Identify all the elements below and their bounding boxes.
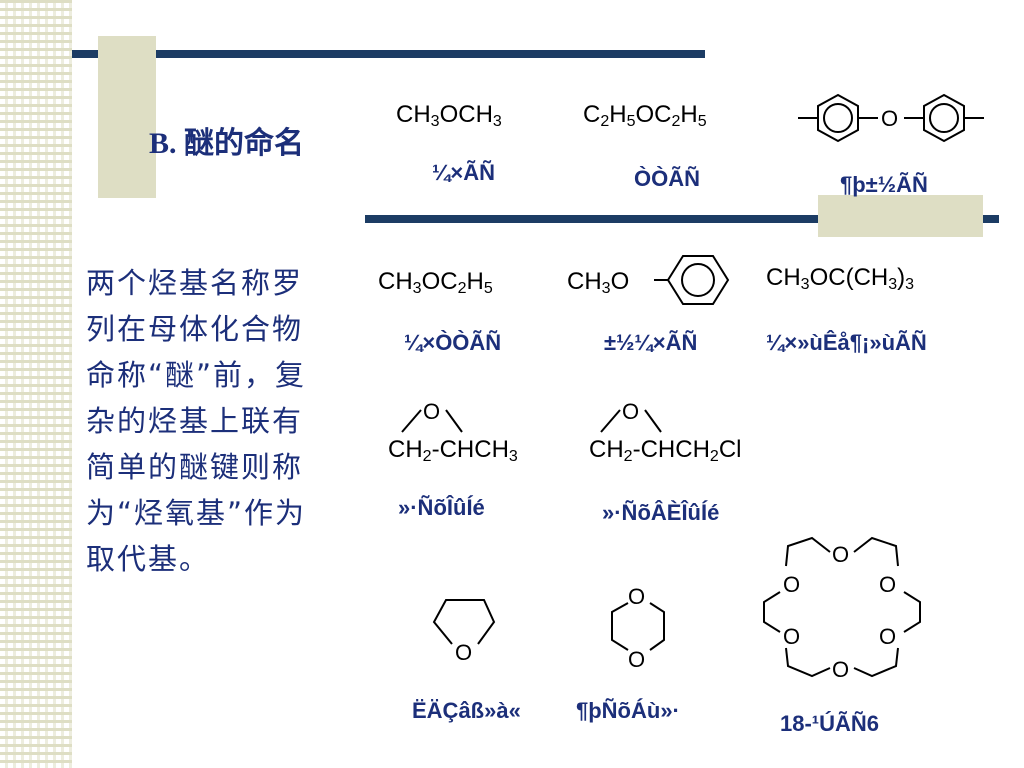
thf-ring-icon xyxy=(432,599,496,645)
benzene-ring-icon xyxy=(666,255,730,305)
dioxane-ring-icon xyxy=(649,602,665,651)
oxygen-epoxide-2: O xyxy=(622,399,640,424)
oxygen-dioxane-top: O xyxy=(628,584,646,609)
crown-oxygen: O xyxy=(832,542,850,567)
oxygen-epoxide-1: O xyxy=(423,399,441,424)
oxygen-dioxane-bottom: O xyxy=(628,647,646,672)
bond-line xyxy=(445,409,463,433)
formula-epoxide-1: CH2-CHCH3 xyxy=(388,436,518,465)
name-18-crown-6: 18-¹ÚÃÑ6 xyxy=(780,711,880,736)
middle-divider-bar xyxy=(365,215,999,223)
name-diethyl-ether: ÒÒÃÑ xyxy=(634,166,700,191)
crown-oxygen: O xyxy=(879,572,897,597)
benzene-ring-icon xyxy=(923,93,965,143)
name-diphenyl-ether: ¶þ±½ÃÑ xyxy=(840,172,928,197)
formula-mtbe: CH3OC(CH3)3 xyxy=(766,264,915,293)
formula-epoxide-2: CH2-CHCH2Cl xyxy=(589,436,742,465)
formula-dimethyl-ether: CH3OCH3 xyxy=(396,101,502,130)
dioxane-ring-icon xyxy=(611,602,629,651)
crown-oxygen: O xyxy=(832,657,850,682)
formula-diethyl-ether: C2H5OC2H5 xyxy=(583,101,707,130)
section-heading: B. 醚的命名 xyxy=(149,127,305,160)
bond-line xyxy=(401,409,422,433)
formula-methyl-ethyl-ether: CH3OC2H5 xyxy=(378,268,493,297)
name-dioxane: ¶þÑõÁù»· xyxy=(576,698,680,723)
name-mtbe: ¼×»ùÊå¶¡»ùÃÑ xyxy=(766,330,927,355)
name-methyl-ethyl-ether: ¼×ÒÒÃÑ xyxy=(404,330,502,355)
accent-block-left xyxy=(98,36,156,198)
name-dimethyl-ether: ¼×ÃÑ xyxy=(432,160,495,185)
accent-block-right xyxy=(818,195,983,237)
name-epoxide-2: »·ÑõÂÈÎûÍé xyxy=(602,500,720,525)
oxygen-thf: O xyxy=(455,640,473,665)
formula-anisole: CH3O xyxy=(567,268,630,297)
benzene-ring-icon xyxy=(817,93,859,143)
crown-oxygen: O xyxy=(783,624,801,649)
name-thf: ËÄÇâß»à« xyxy=(412,698,521,723)
top-divider-bar xyxy=(72,50,705,58)
bond-line xyxy=(600,409,621,433)
crown-oxygen: O xyxy=(879,624,897,649)
decorative-stripe xyxy=(0,0,72,768)
crown-ether-ring-icon xyxy=(763,536,921,678)
bond-line xyxy=(644,409,662,433)
oxygen-diphenyl-ether: O xyxy=(881,106,899,131)
naming-rule-text: 两个烃基名称罗列在母体化合物命称“醚”前，复杂的烃基上联有简单的醚键则称为“烃氧… xyxy=(86,266,307,576)
name-anisole: ±½¼×ÃÑ xyxy=(604,330,698,355)
name-epoxide-1: »·ÑõÎûÍé xyxy=(398,495,485,520)
crown-oxygen: O xyxy=(783,572,801,597)
